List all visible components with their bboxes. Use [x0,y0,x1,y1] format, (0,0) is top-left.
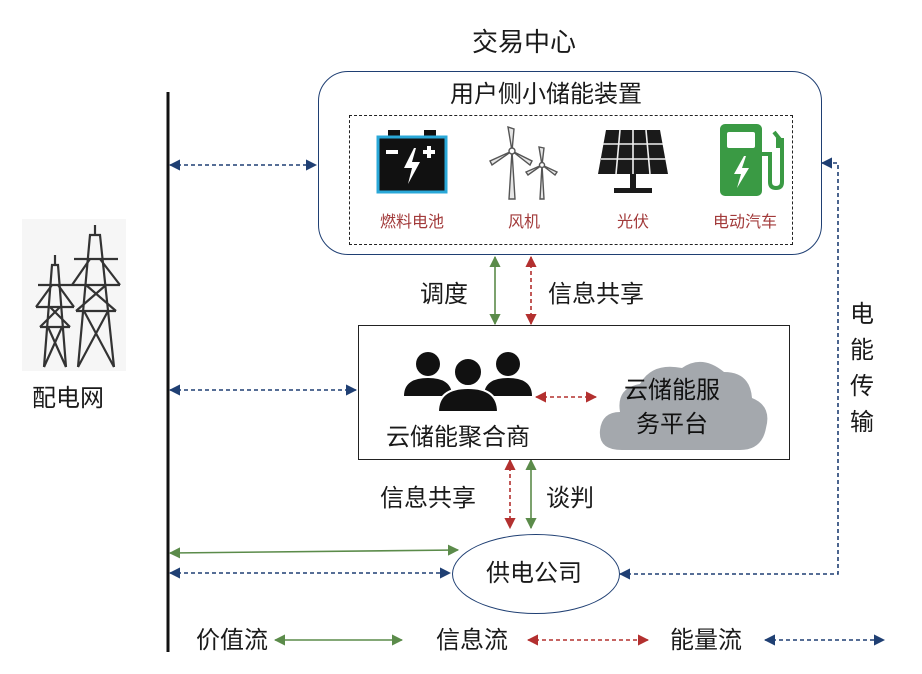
negotiation-label: 谈判 [546,484,594,512]
power-transmission-char-3: 传 [850,372,874,400]
user-side-storage-box [318,71,822,255]
device-group [349,115,793,245]
aggregator-box [358,325,790,460]
aggregator-label: 云储能聚合商 [386,423,530,451]
ev-charger-icon [720,124,784,196]
power-transmission-char-2: 能 [850,336,874,364]
power-transmission-char-4: 输 [850,408,874,436]
legend-info-label: 信息流 [436,626,508,654]
device-label-fuel-cell: 燃料电池 [379,212,444,231]
legend-energy-label: 能量流 [670,626,742,654]
diagram-title: 交易中心 [472,28,577,58]
transmission-tower-icon [22,219,126,371]
supplier-label: 供电公司 [486,559,582,587]
device-label-wind: 风机 [507,212,540,231]
value-arrow-grid-supplier [168,544,460,559]
user-side-title: 用户侧小储能装置 [450,80,642,108]
cloud-platform-line1: 云储能服 [624,376,720,404]
power-transmission-path [618,157,839,580]
info-share-label-bottom: 信息共享 [380,484,476,512]
info-share-label-top: 信息共享 [548,280,644,308]
solar-panel-icon [598,129,668,193]
cloud-platform-line2: 务平台 [636,410,708,438]
power-transmission-char-1: 电 [850,300,874,328]
supplier-ellipse [452,534,620,614]
device-label-ev: 电动汽车 [712,212,777,231]
cloud-icon [599,361,768,450]
dispatch-label: 调度 [420,280,468,308]
wind-turbine-icon [489,125,559,200]
people-group-icon [404,352,532,413]
battery-icon [376,130,448,194]
legend-value-label: 价值流 [196,626,268,654]
grid-label: 配电网 [32,384,104,412]
device-label-pv: 光伏 [616,212,649,231]
